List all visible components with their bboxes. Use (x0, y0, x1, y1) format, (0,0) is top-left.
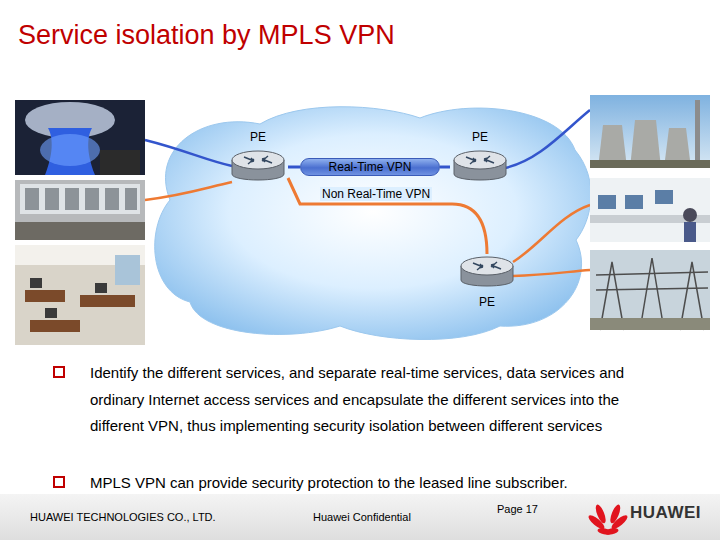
vpn-connector (440, 166, 450, 169)
logo-text: HUAWEI (630, 503, 701, 523)
bullet-text: Identify the different services, and sep… (90, 360, 650, 440)
router-symbol (459, 254, 515, 292)
photo (15, 245, 145, 345)
footer-company: HUAWEI TECHNOLOGIES CO., LTD. (30, 510, 216, 524)
photo (590, 95, 710, 168)
photo (15, 180, 145, 240)
pe-router: PE (450, 130, 510, 186)
access-line (513, 270, 590, 276)
photo (590, 178, 710, 242)
bullet-text: MPLS VPN can provide security protection… (90, 470, 650, 497)
pe-router: PE (457, 254, 517, 310)
edge-label: Non Real-Time VPN (320, 187, 432, 201)
router-label: PE (472, 130, 488, 145)
router-top (232, 151, 284, 169)
band-label: Real-Time VPN (329, 159, 412, 175)
slide-title: Service isolation by MPLS VPN (18, 20, 395, 51)
router-symbol (452, 148, 508, 186)
router-arrows (466, 156, 494, 164)
router-arrows (473, 262, 501, 270)
router-label: PE (250, 130, 266, 145)
photo (590, 250, 710, 330)
footer-confidential: Huawei Confidential (313, 510, 411, 524)
access-line (145, 182, 232, 200)
router-arrows (244, 156, 272, 164)
vpn-band: Real-Time VPN (300, 158, 440, 176)
network-cloud (155, 107, 591, 340)
router-label: PE (479, 295, 495, 310)
logo-symbol (587, 503, 630, 535)
bullet-symbol (54, 367, 64, 487)
vpn-connector (288, 178, 487, 254)
page-number: Page 17 (497, 502, 538, 516)
router-symbol (230, 148, 286, 186)
router-top (461, 257, 513, 275)
router-top (454, 151, 506, 169)
vpn-connector (288, 166, 300, 169)
access-line (513, 205, 590, 262)
pe-router: PE (228, 130, 288, 186)
access-line (505, 110, 590, 168)
access-line (145, 140, 232, 166)
photo (15, 100, 145, 175)
footer-band (0, 494, 720, 540)
